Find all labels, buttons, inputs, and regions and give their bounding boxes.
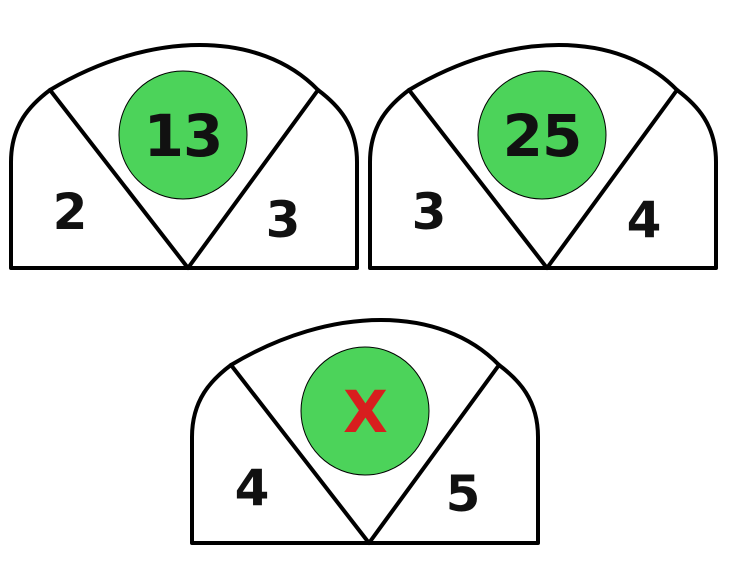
piece-3-center-unknown: X (343, 378, 387, 446)
piece-1-right-number: 3 (266, 191, 301, 249)
piece-2-center-number: 25 (503, 102, 582, 170)
piece-3: X 4 5 (190, 318, 540, 545)
piece-1-left-number: 2 (53, 183, 88, 241)
piece-2-divider-right (545, 88, 679, 270)
piece-2: 25 3 4 (368, 43, 718, 270)
piece-2-divider-left (407, 88, 549, 270)
piece-2-left-number: 3 (412, 183, 447, 241)
piece-3-right-number: 5 (446, 465, 481, 523)
piece-1-center-number: 13 (144, 102, 223, 170)
piece-2-right-number: 4 (627, 191, 662, 249)
piece-3-divider-right (367, 363, 501, 545)
piece-1: 13 2 3 (9, 43, 359, 270)
piece-3-center-circle (300, 346, 430, 476)
piece-2-center-circle (477, 70, 607, 200)
piece-3-left-number: 4 (235, 459, 270, 517)
piece-3-divider-left (229, 363, 371, 545)
piece-1-divider-left (48, 88, 190, 270)
piece-1-divider-right (186, 88, 320, 270)
piece-1-center-circle (118, 70, 248, 200)
